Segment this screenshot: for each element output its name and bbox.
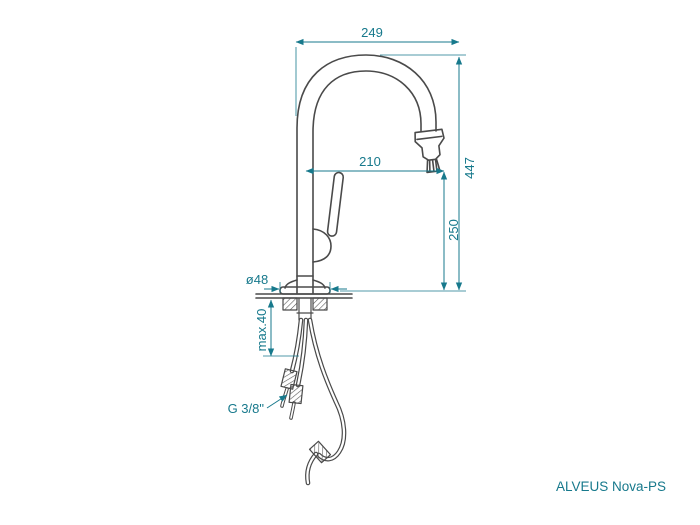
mounting-nut [282,297,328,321]
dim-total-height-label: 447 [462,157,477,179]
dim-spout-height-label: 250 [446,219,461,241]
supply-hoses [280,317,347,486]
dim-spout-horizontal-label: 210 [359,154,381,169]
dim-max-deck-label: max.40 [254,309,269,352]
dim-thread-label: G 3/8" [228,401,265,416]
dim-base-diameter-label: ø48 [246,272,268,287]
faucet-drawing [255,54,445,486]
brand-label: ALVEUS Nova-PS [556,479,666,494]
dimension-lines [263,38,466,409]
dimension-labels: 249 447 210 250 ø48 max.40 G 3/8" ALVEUS… [228,25,666,494]
hose-connectors [280,368,332,464]
handle-lever [312,171,345,263]
dim-spout-reach-label: 249 [361,25,383,40]
base-flange [255,275,353,299]
spray-head [414,128,445,174]
leader-line-thread [266,394,288,409]
faucet-spout [296,54,437,294]
